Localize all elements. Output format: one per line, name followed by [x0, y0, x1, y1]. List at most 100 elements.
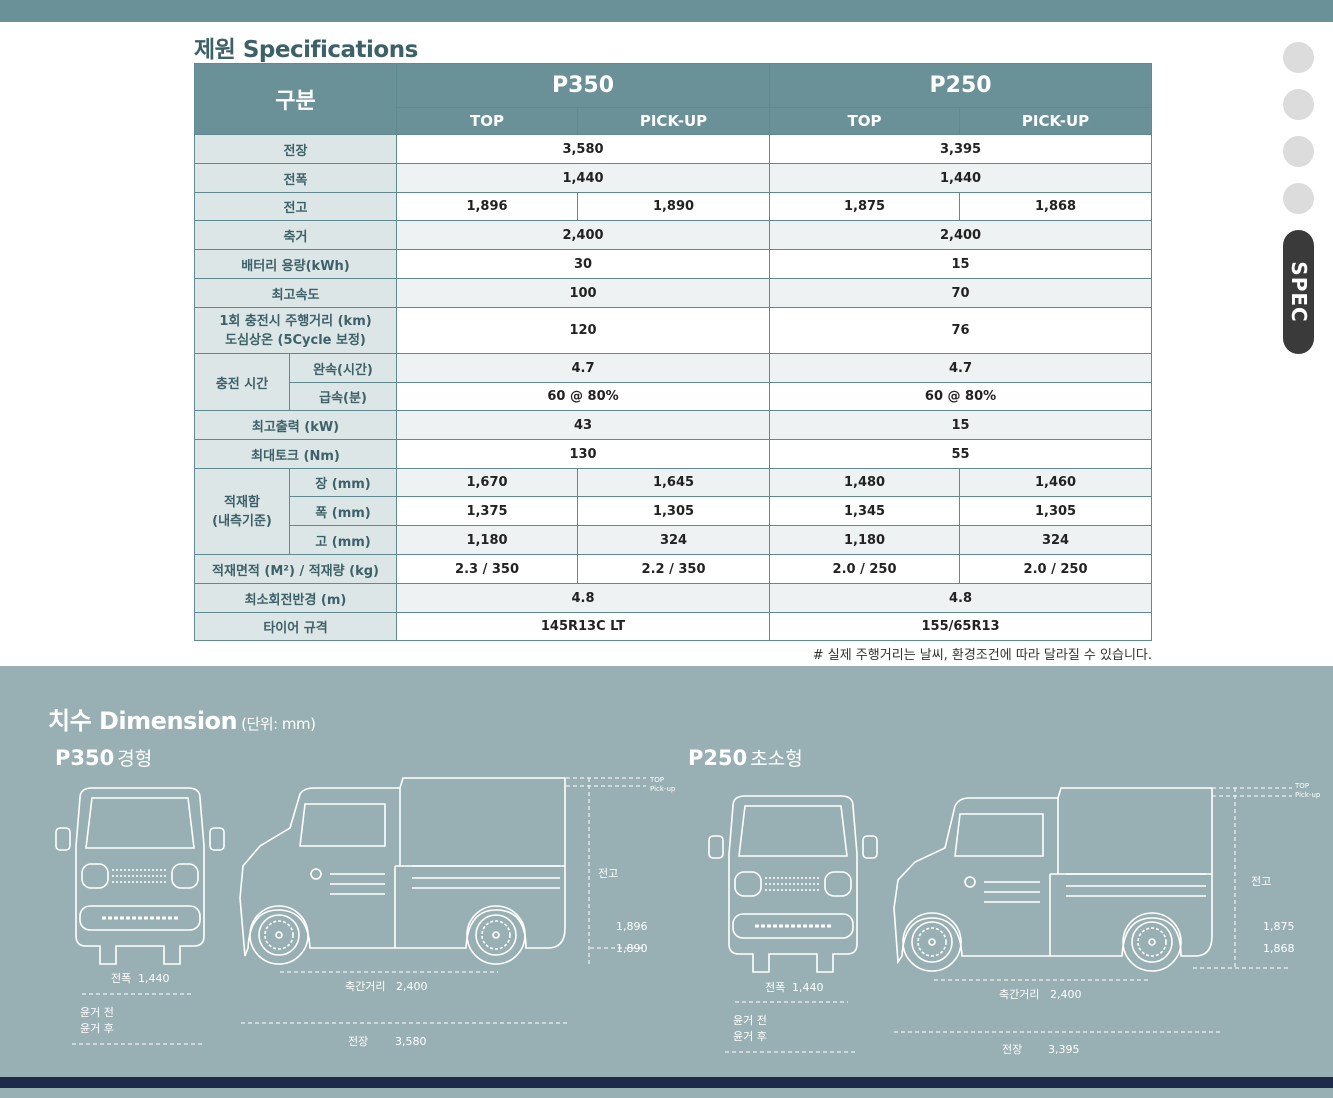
side-nav-spec-tab[interactable]: SPEC: [1283, 230, 1314, 354]
row-label-cargo-length: 장 (mm): [288, 468, 398, 497]
cell-value: 3,580: [396, 134, 771, 164]
cell-value: 1,890: [577, 192, 771, 221]
cell-value: 2.3 / 350: [396, 554, 579, 584]
row-group-cargo: 적재함 (내측기준): [194, 468, 290, 555]
p250-name: P250: [688, 746, 748, 770]
cell-value: 15: [769, 249, 1153, 279]
p350-track-rear: 윤거 후: [80, 1022, 114, 1035]
cell-value: 155/65R13: [769, 612, 1153, 641]
cell-value: 30: [396, 249, 771, 279]
row-label-length: 전장: [193, 134, 398, 164]
dimension-title-text: 치수 Dimension: [48, 707, 238, 735]
p350-length-value: 3,580: [395, 1035, 427, 1048]
p350-legend-top: TOP: [649, 776, 664, 784]
dimension-title: 치수 Dimension(단위: mm): [48, 701, 316, 736]
model-header-p250: P250: [769, 63, 1153, 108]
side-nav-dot-3[interactable]: [1283, 136, 1314, 167]
cell-value: 1,480: [769, 468, 961, 497]
p250-height-top: 1,875: [1263, 920, 1295, 933]
range-label-line1: 1회 충전시 주행거리 (km): [219, 313, 372, 329]
p350-wheelbase-value: 2,400: [396, 980, 428, 993]
cargo-label-line2: (내측기준): [212, 513, 272, 529]
p350-rear-wheel-icon: [466, 905, 526, 965]
p350-front-wheel-icon: [249, 905, 309, 965]
row-label-load: 적재면적 (M²) / 적재량 (kg): [193, 554, 398, 584]
p350-legend-pick: Pick-up: [650, 785, 676, 793]
cell-value: 1,670: [396, 468, 579, 497]
cell-value: 55: [769, 439, 1153, 469]
bottom-strip: [0, 1088, 1333, 1098]
side-nav-dot-2[interactable]: [1283, 89, 1314, 120]
range-label-line2: 도심상온 (5Cycle 보정): [225, 332, 366, 348]
p250-side-view-drawing: [893, 787, 1213, 965]
cell-value: 60 @ 80%: [396, 382, 771, 411]
row-label-tire: 타이어 규격: [193, 612, 398, 641]
p350-track-front: 윤거 전: [80, 1006, 114, 1019]
row-label-battery: 배터리 용량(kWh): [193, 249, 398, 279]
p350-length-label: 전장: [348, 1035, 368, 1048]
cell-value: 1,180: [396, 525, 579, 555]
p250-length-value: 3,395: [1048, 1043, 1080, 1056]
cell-value: 76: [769, 307, 1153, 354]
p350-width-label: 전폭: [111, 972, 131, 985]
cell-value: 2.2 / 350: [577, 554, 771, 584]
bottom-bar: [0, 1077, 1333, 1088]
p350-height-top: 1,896: [616, 920, 648, 933]
side-nav-dot-4[interactable]: [1283, 183, 1314, 214]
p250-front-wheel-icon: [902, 912, 962, 972]
p350-height-pick: 1,890: [616, 942, 648, 955]
p350-wheelbase-label: 축간거리: [345, 980, 385, 993]
variant-header-p350-top: TOP: [396, 107, 579, 135]
p250-width-label: 전폭: [765, 981, 785, 994]
cell-value: 43: [396, 410, 771, 440]
p250-width-value: 1,440: [792, 981, 824, 994]
cell-value: 130: [396, 439, 771, 469]
top-bar: [0, 0, 1333, 22]
cell-value: 4.7: [769, 353, 1153, 383]
row-label-charge-fast: 급속(분): [288, 382, 398, 411]
cell-value: 145R13C LT: [396, 612, 771, 641]
corner-header: 구분: [193, 63, 398, 135]
cell-value: 1,305: [959, 496, 1153, 526]
cell-value: 1,375: [396, 496, 579, 526]
row-label-width: 전폭: [193, 163, 398, 193]
p250-legend-pick: Pick-up: [1295, 791, 1321, 799]
p350-width-value: 1,440: [138, 972, 170, 985]
cell-value: 60 @ 80%: [769, 382, 1153, 411]
row-label-torque: 최대토크 (Nm): [193, 439, 398, 469]
row-label-top-speed: 최고속도: [193, 278, 398, 308]
p250-length-label: 전장: [1002, 1043, 1022, 1056]
cargo-label-line1: 적재함: [224, 494, 260, 510]
p350-name: P350: [55, 746, 115, 770]
cell-value: 324: [959, 525, 1153, 555]
cell-value: 1,345: [769, 496, 961, 526]
row-label-cargo-width: 폭 (mm): [288, 496, 398, 526]
p250-height-label: 전고: [1251, 875, 1271, 888]
p250-wheelbase-label: 축간거리: [999, 988, 1039, 1001]
p250-class: 초소형: [750, 748, 803, 770]
row-label-range: 1회 충전시 주행거리 (km) 도심상온 (5Cycle 보정): [193, 307, 398, 354]
cell-value: 15: [769, 410, 1153, 440]
side-nav-dot-1[interactable]: [1283, 42, 1314, 73]
row-label-wheelbase: 축거: [193, 220, 398, 250]
dimension-drawings: 전폭 1,440 윤거 전 윤거 후 축간거리 2,400 전장 3,580 전…: [54, 776, 1321, 1056]
row-group-charge: 충전 시간: [194, 353, 290, 411]
spec-table: 구분 P350 P250 TOP PICK-UP TOP PICK-UP 전장 …: [193, 63, 1153, 641]
p250-rear-wheel-icon: [1122, 912, 1182, 972]
cell-value: 70: [769, 278, 1153, 308]
cell-value: 1,460: [959, 468, 1153, 497]
row-label-height: 전고: [193, 192, 398, 221]
cell-value: 4.8: [396, 583, 771, 613]
cell-value: 2.0 / 250: [959, 554, 1153, 584]
cell-value: 1,645: [577, 468, 771, 497]
p250-track-front: 윤거 전: [733, 1014, 767, 1027]
p250-front-view-drawing: [707, 794, 879, 974]
p250-track-rear: 윤거 후: [733, 1030, 767, 1043]
row-label-power: 최고출력 (kW): [193, 410, 398, 440]
p250-height-pick: 1,868: [1263, 942, 1295, 955]
dimension-unit: (단위: mm): [241, 715, 316, 733]
cell-value: 1,440: [396, 163, 771, 193]
side-nav-spec-label: SPEC: [1286, 261, 1311, 323]
